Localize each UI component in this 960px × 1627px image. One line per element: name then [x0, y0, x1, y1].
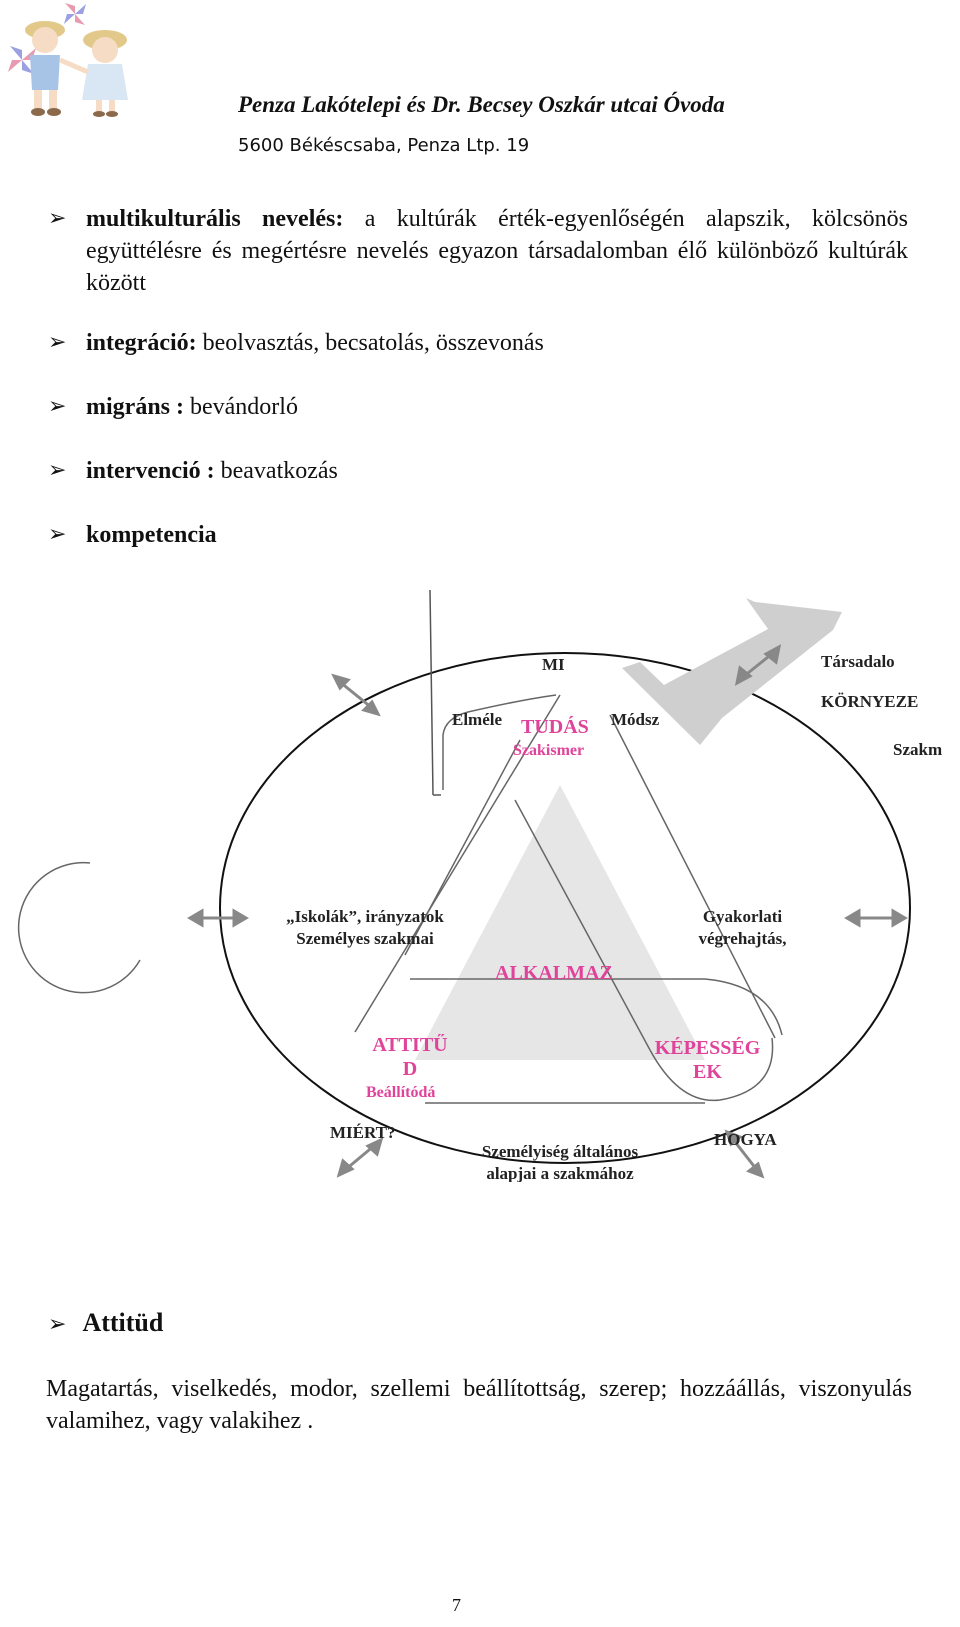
label-iskolak: „Iskolák”, irányzatok	[286, 907, 444, 926]
bullet-text: bevándorló	[184, 394, 298, 420]
label-kepesseg-1: KÉPESSÉG	[654, 1037, 761, 1059]
bullet-term: kompetencia	[86, 522, 217, 548]
bullet-migrans: ➢ migráns : bevándorló	[48, 391, 908, 423]
label-attitud-1: ATTITŰ	[372, 1034, 448, 1056]
competence-diagram-graphic	[17, 590, 911, 1179]
children-pinwheel-logo-icon	[8, 3, 128, 117]
competence-triangle	[415, 785, 705, 1060]
top-curve-shape	[442, 694, 557, 790]
bullet-integracio: ➢ integráció: beolvasztás, becsatolás, ö…	[48, 327, 908, 359]
bullet-text: beolvasztás, becsatolás, összevonás	[196, 330, 544, 356]
left-open-arc	[17, 861, 141, 994]
bullet-term: intervenció :	[86, 458, 215, 484]
label-tudas: TUDÁS	[521, 716, 589, 738]
header-title: Penza Lakótelepi és Dr. Becsey Oszkár ut…	[238, 92, 725, 117]
label-modszer: Módsz	[611, 710, 660, 729]
competence-diagram: MI Elméle TUDÁS Szakismer Módsz Társadal…	[0, 590, 960, 1230]
kindergarten-logo	[0, 0, 150, 125]
label-szakismeret: Szakismer	[513, 742, 585, 759]
label-alkalmaz: ALKALMAZ	[495, 962, 613, 984]
label-elmelet: Elméle	[452, 710, 503, 729]
bullet-arrow-icon: ➢	[48, 206, 67, 231]
vertical-line	[429, 590, 434, 796]
right-loop-shape	[649, 1037, 774, 1102]
label-hogyan: HOGYA	[714, 1130, 777, 1149]
bullet-intervencio: ➢ intervenció : beavatkozás	[48, 455, 908, 487]
label-gyakorlati: Gyakorlati	[702, 907, 783, 926]
label-tarsadalom: Társadalo	[821, 652, 895, 670]
bullet-term: multikulturális nevelés:	[86, 206, 344, 232]
attitud-title: Attitüd	[82, 1308, 164, 1337]
attitud-heading: ➢ Attitüd	[48, 1308, 163, 1338]
bullet-multikulturalis: ➢ multikulturális nevelés: a kultúrák ér…	[48, 203, 908, 299]
bullet-arrow-icon: ➢	[48, 330, 67, 355]
bullet-arrow-icon: ➢	[48, 458, 67, 483]
label-mi: MI	[542, 655, 565, 674]
label-attitud-2: D	[402, 1058, 418, 1080]
bullet-text: a kultúrák érték-egyenlőségén alapszik, …	[86, 206, 908, 296]
label-kepesseg-2: EK	[693, 1061, 722, 1083]
label-kornyezet: KÖRNYEZE	[821, 692, 919, 711]
label-szemelyiseg-1: Személyiség általános	[481, 1142, 639, 1161]
label-szemelyiseg-2: alapjai a szakmához	[486, 1164, 634, 1182]
double-arrow-icons	[187, 644, 908, 1179]
environment-ellipse	[219, 652, 911, 1164]
attitud-definition: Magatartás, viselkedés, modor, szellemi …	[46, 1376, 912, 1434]
bullet-kompetencia: ➢ kompetencia	[48, 519, 908, 551]
label-vegrehajtas: végrehajtás,	[698, 929, 787, 948]
page-number: 7	[452, 1595, 461, 1615]
label-miert: MIÉRT?	[330, 1123, 396, 1139]
header-address: 5600 Békéscsaba, Penza Ltp. 19	[238, 135, 530, 156]
label-szakma: Szakm	[893, 740, 943, 759]
bullet-term: migráns :	[86, 394, 184, 420]
bullet-arrow-icon: ➢	[48, 394, 67, 419]
bullet-arrow-icon: ➢	[48, 522, 67, 547]
bullet-arrow-icon: ➢	[48, 1312, 67, 1337]
label-szemelyes: Személyes szakmai	[296, 929, 434, 948]
bullet-term: integráció:	[86, 330, 197, 356]
bullet-text: beavatkozás	[214, 458, 338, 484]
label-beallitodas: Beállítódá	[366, 1084, 436, 1101]
big-diagonal-arrow	[622, 598, 842, 745]
